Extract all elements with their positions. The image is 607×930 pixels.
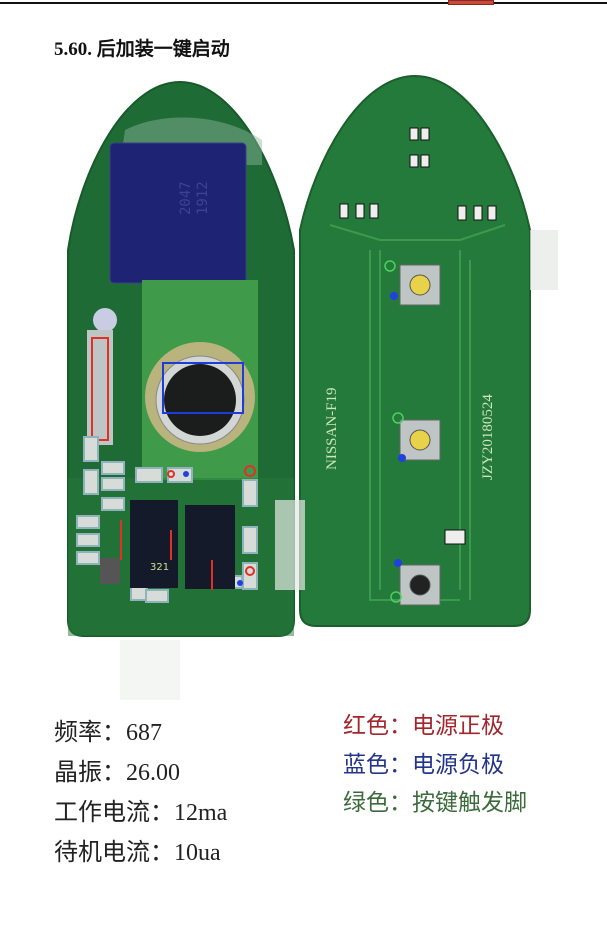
tactile-button-2	[399, 419, 441, 461]
blue-marker	[237, 580, 243, 586]
watermark-blur	[275, 500, 305, 590]
negative-marker-box	[162, 362, 244, 414]
legend-blue: 蓝色：电源负极	[343, 752, 504, 777]
ic-marking: 321	[150, 562, 169, 573]
inductor	[100, 558, 120, 584]
watermark-blur	[530, 230, 558, 290]
chip-marking-2: 1912	[195, 181, 211, 215]
date-code-label: JZY20180524	[480, 394, 496, 480]
green-markers	[384, 260, 404, 603]
tactile-button-1	[399, 264, 441, 306]
legend-red: 红色：电源正极	[343, 713, 504, 738]
solder-strip	[87, 330, 113, 445]
smd-components	[76, 436, 258, 603]
spec-working-current: 工作电流：12ma	[54, 800, 228, 826]
spec-crystal: 晶振：26.00	[54, 760, 180, 786]
watermark-blur	[120, 640, 180, 700]
pcb-front-board: 2047 1912 321	[67, 80, 295, 637]
red-markers	[120, 465, 256, 590]
page-top-tab	[448, 0, 494, 5]
ic-right	[185, 505, 235, 589]
led	[93, 308, 117, 332]
pcb-photo: 2047 1912 321	[67, 74, 531, 637]
legend-green: 绿色：按键触发脚	[343, 790, 527, 815]
model-label: NISSAN-F19	[324, 387, 340, 470]
spec-standby-current: 待机电流：10ua	[54, 840, 221, 866]
page-top-rule	[0, 2, 607, 4]
spec-frequency: 频率：687	[54, 720, 162, 746]
back-smd-components	[339, 127, 497, 545]
blue-markers	[390, 292, 406, 567]
blue-marker	[183, 471, 189, 477]
tactile-button-3	[399, 564, 441, 606]
chip-marking-1: 2047	[178, 181, 194, 215]
pcb-back-board: NISSAN-F19 JZY20180524	[299, 74, 531, 627]
section-title: 5.60. 后加装一键启动	[54, 39, 230, 60]
positive-marker-box	[91, 337, 109, 441]
